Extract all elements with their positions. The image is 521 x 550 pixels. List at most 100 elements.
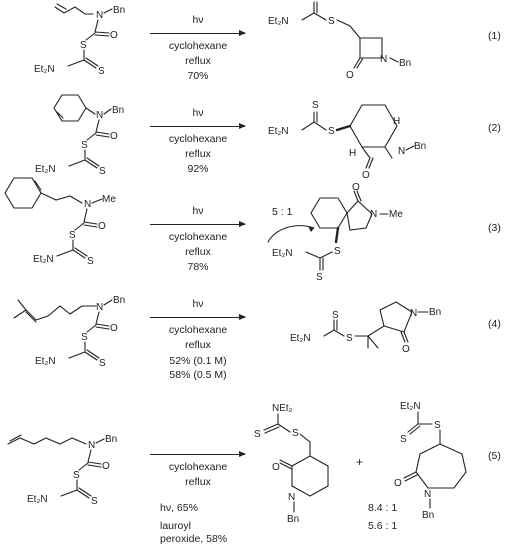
svg-text:S: S [328,126,335,137]
svg-text:Bn: Bn [112,105,124,116]
svg-text:O: O [110,30,118,41]
svg-text:O: O [362,170,370,181]
product-2: Et₂N S S H H O N Bn [268,100,426,181]
result-5-photochemical-ratio: 8.4 : 1 [368,502,398,514]
svg-text:Et₂N: Et₂N [35,164,56,175]
svg-text:S: S [434,420,441,431]
svg-text:Bn: Bn [113,295,125,306]
substrate-1: N Bn O S S Et₂N [34,3,125,77]
svg-text:O: O [346,70,354,81]
equation-number-4: (4) [488,318,501,330]
product-4: Et₂N S S N Bn O [290,301,441,355]
svg-text:NEt₂: NEt₂ [272,403,293,414]
result-5-peroxide-conditions: lauroyl peroxide, 58% [160,520,228,545]
substrate-5: N Bn O S S Et₂N [7,434,117,507]
svg-text:O: O [394,478,402,489]
atom-n: N [96,10,103,21]
svg-text:Et₂N: Et₂N [268,16,289,27]
yield-2: 92% [187,163,209,175]
svg-text:S: S [400,434,407,445]
plus-sign: + [356,455,364,469]
svg-text:S: S [91,496,98,507]
conditions-4-temp: reflux [185,339,211,351]
yield-4-concentrated: 58% (0.5 M) [169,369,227,381]
result-5-photochemical-conditions: hν, 65% [160,502,198,514]
svg-text:N: N [370,209,377,220]
svg-text:S: S [316,272,323,283]
svg-text:S: S [328,16,335,27]
yield-4-dilute: 52% (0.1 M) [169,355,227,367]
substrate-3: N Me O S S Et₂N [4,177,116,267]
conditions-1-temp: reflux [185,55,211,67]
svg-text:Et₂N: Et₂N [35,356,56,367]
svg-text:O: O [402,344,410,355]
svg-text:Et₂N: Et₂N [272,248,293,259]
svg-text:Et₂N: Et₂N [27,494,48,505]
svg-text:N: N [88,440,95,451]
svg-text:S: S [334,246,341,257]
svg-text:Bn: Bn [422,510,434,521]
svg-text:Me: Me [389,209,403,220]
conditions-2-solvent: cyclohexane [168,133,228,145]
conditions-3-temp: reflux [185,246,211,258]
svg-text:S: S [312,100,319,111]
svg-text:N: N [380,54,387,65]
substrate-4: N Bn O S S Et₂N [13,295,125,369]
reaction-arrow-2 [150,123,246,129]
yield-3: 78% [187,261,209,273]
svg-text:O: O [110,323,118,334]
conditions-4-solvent: cyclohexane [168,324,228,336]
product-1: Et₂N S S O N Bn [268,0,411,81]
yield-1: 70% [187,70,209,82]
conditions-2-light: hν [192,107,204,119]
svg-text:O: O [102,461,110,472]
svg-text:S: S [99,358,106,369]
conditions-3-light: hν [192,205,204,217]
svg-text:S: S [99,166,106,177]
equation-number-3: (3) [488,222,501,234]
svg-text:O: O [272,462,280,473]
result-5-peroxide-ratio: 5.6 : 1 [368,520,398,532]
svg-text:N: N [398,146,405,157]
svg-text:S: S [332,310,339,321]
svg-text:S: S [87,256,94,267]
svg-text:H: H [393,116,400,127]
atom-bn: Bn [113,5,125,16]
svg-text:S: S [81,332,88,343]
svg-text:N: N [96,302,103,313]
product-5a: NEt₂ S S O N Bn [254,403,329,525]
reaction-arrow-5 [150,451,246,457]
conditions-1-light: hν [192,14,204,26]
svg-text:S: S [73,470,80,481]
svg-text:S: S [98,66,105,77]
svg-text:Et₂N: Et₂N [33,254,54,265]
svg-text:H: H [349,148,356,159]
product-5b: Et₂N S S O N Bn [394,401,467,521]
svg-text:S: S [69,230,76,241]
substrate-2: N Bn O S S Et₂N [35,94,124,177]
reaction-arrow-3 [150,221,246,227]
svg-text:O: O [352,182,360,193]
conditions-5-solvent: cyclohexane [168,461,228,473]
svg-text:O: O [110,131,118,142]
svg-text:Bn: Bn [429,307,441,318]
svg-text:Et₂N: Et₂N [290,333,311,344]
conditions-4-light: hν [192,298,204,310]
svg-text:S: S [346,333,353,344]
conditions-5-temp: reflux [185,476,211,488]
conditions-1-solvent: cyclohexane [168,40,228,52]
svg-text:N: N [288,492,295,503]
svg-text:Et₂N: Et₂N [400,401,421,412]
conditions-3-solvent: cyclohexane [168,231,228,243]
svg-text:O: O [98,221,106,232]
reaction-arrow-4 [150,314,246,320]
equation-number-1: (1) [488,30,501,42]
svg-text:S: S [292,428,299,439]
equation-number-2: (2) [488,122,501,134]
svg-text:N: N [84,199,91,210]
reaction-arrow-1 [150,30,246,36]
svg-text:Bn: Bn [399,58,411,69]
svg-text:N: N [410,308,417,319]
